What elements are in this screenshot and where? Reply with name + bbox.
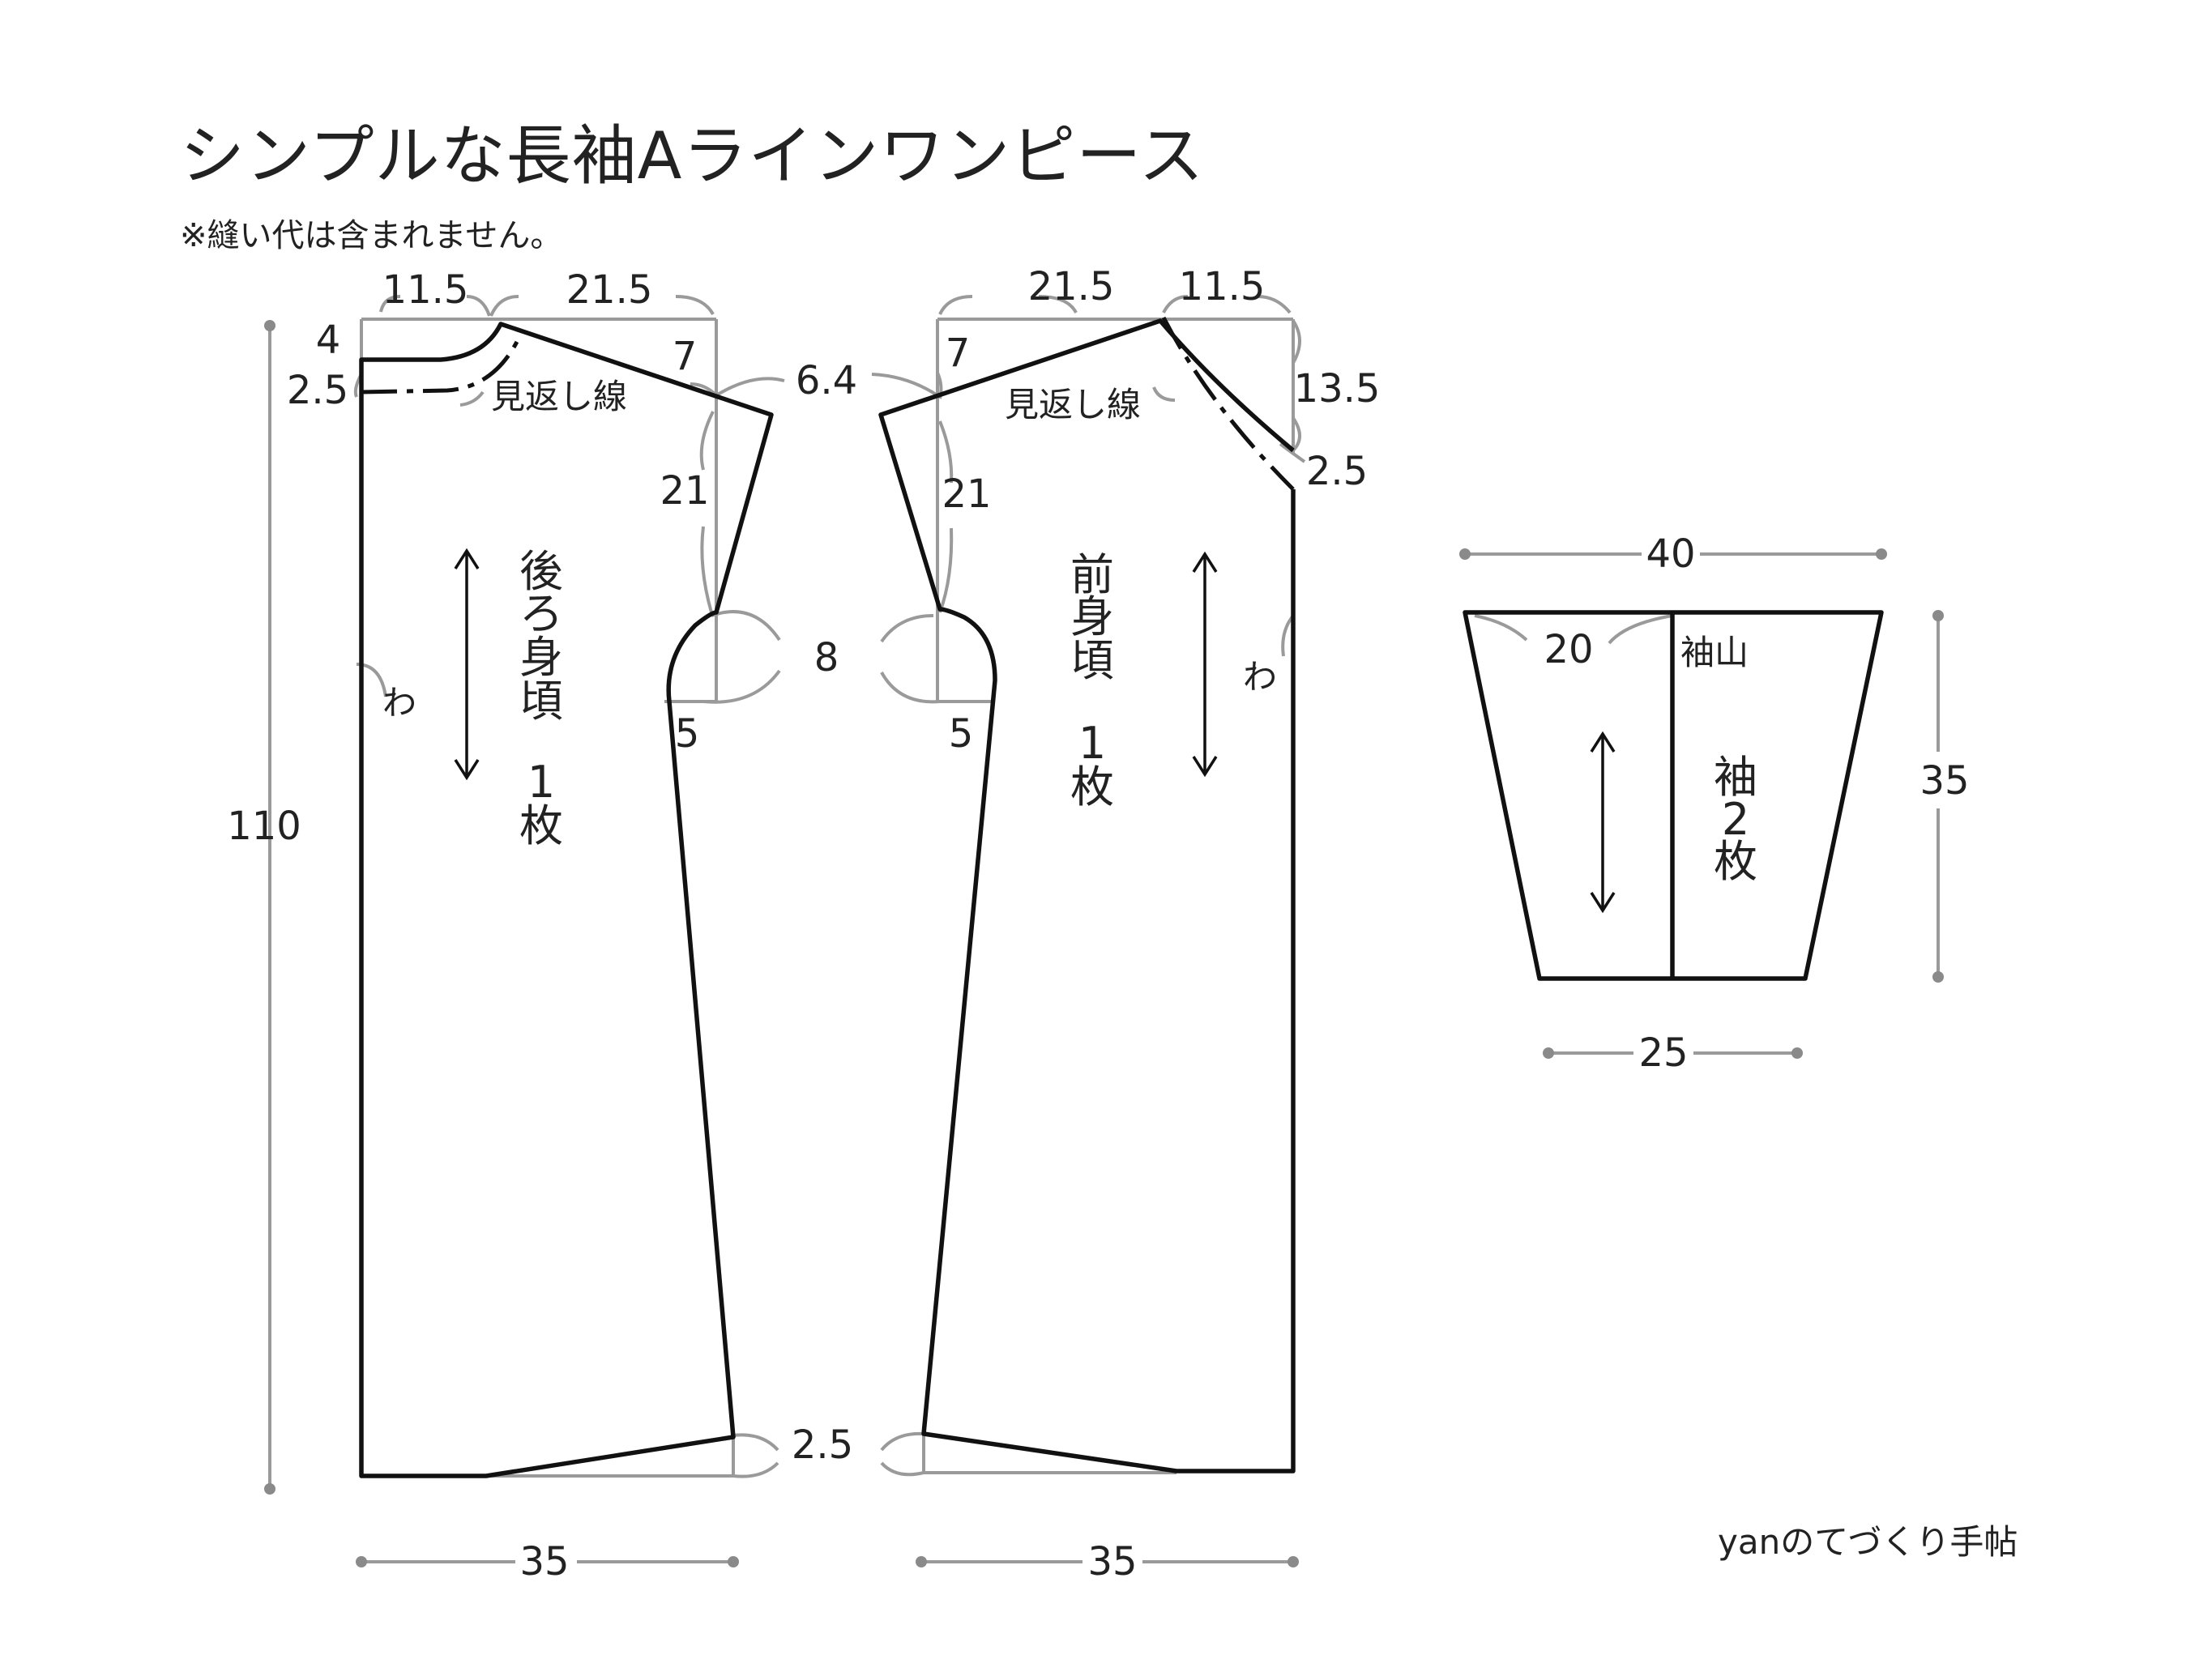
back-dim-facing-depth: 2.5 — [287, 368, 348, 413]
seam-allowance-note: ※縫い代は含まれません。 — [180, 217, 563, 254]
back-dim-shoulder-ext: 6.4 — [796, 358, 857, 403]
front-dim-shoulder-width: 21.5 — [1028, 264, 1115, 309]
front-fold-label: わ — [1243, 657, 1277, 697]
back-name-4: 頃 — [519, 676, 563, 727]
sleeve-labels: 40 20 35 25 袖山 袖 2 枚 — [1544, 531, 1969, 1076]
front-dim-hem-width: 35 — [1087, 1539, 1137, 1584]
sleeve-outline — [1463, 610, 1884, 981]
front-facing-label: 見返し線 — [1005, 385, 1141, 424]
front-dim-armhole-depth: 21 — [942, 471, 991, 517]
front-bodice-guides — [871, 295, 1306, 1567]
front-dim-facing-depth: 2.5 — [1306, 449, 1368, 494]
sleeve-cap-label: 袖山 — [1680, 633, 1749, 672]
back-fold-label: わ — [382, 683, 416, 723]
sleeve-grainline — [1590, 731, 1616, 914]
back-dim-neck-depth: 4 — [316, 318, 341, 363]
front-name-1: 前 — [1070, 549, 1114, 600]
sleeve-guides — [1459, 548, 1944, 1059]
front-dim-shoulder-drop: 7 — [946, 331, 971, 376]
back-count-1: 1 — [527, 757, 555, 808]
sleeve-dim-cuff-width: 25 — [1638, 1030, 1688, 1076]
sleeve-name-3: 枚 — [1714, 836, 1757, 887]
sleeve-name-1: 袖 — [1714, 752, 1757, 803]
sleeve-dim-length: 35 — [1919, 758, 1969, 804]
back-facing-label: 見返し線 — [491, 377, 627, 416]
back-dim-neck-width: 11.5 — [382, 267, 469, 313]
front-bodice-labels: 21.5 11.5 7 13.5 2.5 21 5 35 見返し線 わ 前 身 … — [942, 264, 1380, 1584]
front-count-1: 1 — [1078, 718, 1106, 769]
back-name-2: ろ — [519, 588, 563, 639]
back-dim-shoulder-width: 21.5 — [566, 267, 653, 313]
front-count-2: 枚 — [1070, 761, 1114, 812]
front-name-2: 身 — [1070, 591, 1114, 642]
back-dim-armhole-depth: 21 — [660, 468, 709, 514]
back-name-3: 身 — [519, 632, 563, 683]
front-bodice-outline — [878, 316, 1296, 1473]
front-dim-armhole-width: 5 — [949, 711, 974, 757]
back-dim-hem-width: 35 — [519, 1539, 569, 1584]
back-dim-shoulder-drop: 7 — [673, 334, 698, 379]
credit: yanのてづくり手帖 — [1718, 1522, 2018, 1562]
back-bodice-labels: 11.5 21.5 4 2.5 7 6.4 21 8 5 2.5 110 35 … — [227, 267, 857, 1584]
front-grainline — [1192, 551, 1218, 778]
front-dim-neck-width: 11.5 — [1179, 264, 1266, 309]
front-name-3: 頃 — [1070, 635, 1114, 686]
back-count-2: 枚 — [519, 800, 563, 851]
sleeve-dim-half-top: 20 — [1544, 627, 1593, 672]
page-title: シンプルな長袖Aラインワンピース — [180, 118, 1205, 194]
back-dim-length: 110 — [227, 804, 301, 849]
back-dim-armhole-width: 5 — [675, 711, 700, 757]
back-grainline — [454, 548, 480, 781]
back-name-1: 後 — [519, 546, 563, 597]
back-dim-hem-rise: 2.5 — [792, 1422, 853, 1468]
back-dim-armhole-curve: 8 — [814, 635, 839, 680]
back-bodice-outline — [359, 322, 774, 1478]
front-dim-neck-depth: 13.5 — [1294, 366, 1381, 412]
sleeve-name-2: 2 — [1722, 794, 1749, 845]
sleeve-dim-top-width: 40 — [1646, 531, 1695, 577]
